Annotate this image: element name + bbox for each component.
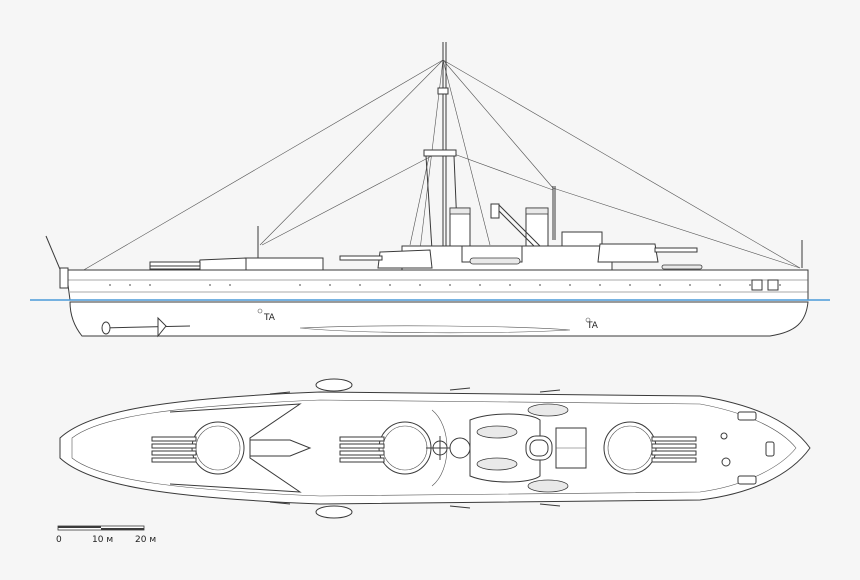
plan-turret-b: [339, 421, 432, 475]
propeller-icon: [101, 316, 191, 338]
mast-base: [426, 409, 454, 487]
torpedo-tube-label: TA: [263, 313, 276, 323]
profile-turret-a: [149, 257, 247, 271]
forward-superstructure: [244, 257, 324, 271]
scale-label-0: 0: [56, 535, 62, 545]
jack-staff: [45, 235, 63, 275]
after-bridge: [561, 231, 603, 247]
forward-funnel-top: [449, 437, 471, 459]
conning-tower: [249, 439, 312, 457]
plan-view: [59, 378, 811, 519]
profile-turret-b: [339, 249, 433, 269]
side-profile: TA TA: [30, 42, 830, 338]
portholes: [109, 284, 781, 286]
anchor-icon: [59, 267, 69, 289]
profile-turret-c: [597, 243, 698, 263]
sponson: [315, 378, 353, 392]
boat-deck: [469, 403, 569, 493]
ship-boat: [469, 257, 521, 265]
scale-label-20: 20 м: [135, 535, 156, 545]
scale-label-10: 10 м: [92, 535, 113, 545]
rigging-lines: [69, 59, 801, 279]
stern-anchor-icon: [751, 279, 779, 291]
ship-boat: [661, 264, 703, 270]
hull-below-water: [69, 301, 809, 337]
boat-crane: [490, 203, 545, 253]
hull-above-water: [65, 269, 809, 301]
main-mast: [423, 42, 459, 255]
stern-fittings: [720, 411, 775, 485]
torpedo-tube-label: TA: [586, 321, 599, 331]
plan-turret-a: [151, 421, 245, 475]
scale-bar: 0 10 м 20 м: [56, 525, 156, 545]
sponson: [315, 505, 353, 519]
after-mast: [552, 186, 556, 240]
secondary-guns: [269, 387, 561, 509]
plan-turret-c: [603, 421, 697, 475]
